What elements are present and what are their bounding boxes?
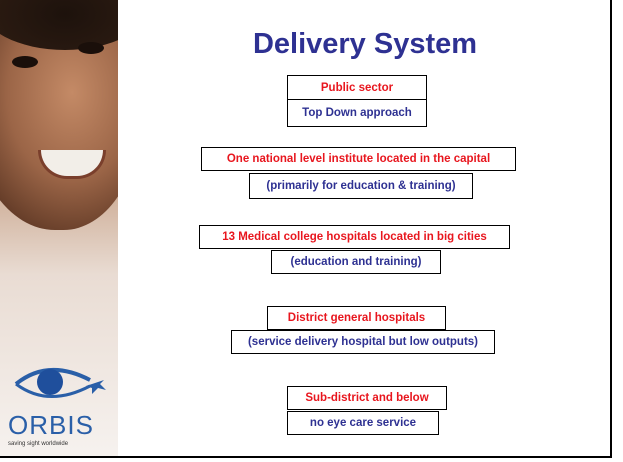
medical-college-box: 13 Medical college hospitals located in …: [199, 225, 510, 249]
sub-district-purpose-box: no eye care service: [287, 411, 439, 435]
orbis-brand: ORBIS: [8, 410, 94, 440]
child-hair-image: [0, 0, 118, 50]
slide: ORBIS saving sight worldwide Delivery Sy…: [0, 0, 612, 458]
district-purpose-box: (service delivery hospital but low outpu…: [231, 330, 495, 354]
orbis-logo: ORBIS saving sight worldwide: [8, 360, 113, 447]
top-down-box: Top Down approach: [287, 99, 427, 127]
district-box: District general hospitals: [267, 306, 446, 330]
eye-plane-icon: [14, 368, 106, 398]
medical-purpose-box: (education and training): [271, 250, 441, 274]
orbis-tagline: saving sight worldwide: [8, 441, 69, 447]
sub-district-box: Sub-district and below: [287, 386, 447, 410]
right-eye: [78, 42, 104, 54]
sidebar-photo: ORBIS saving sight worldwide: [0, 0, 118, 456]
national-institute-box: One national level institute located in …: [201, 147, 516, 171]
national-purpose-box: (primarily for education & training): [249, 173, 473, 199]
left-eye: [12, 56, 38, 68]
slide-title: Delivery System: [252, 28, 478, 60]
public-sector-box: Public sector: [287, 75, 427, 100]
